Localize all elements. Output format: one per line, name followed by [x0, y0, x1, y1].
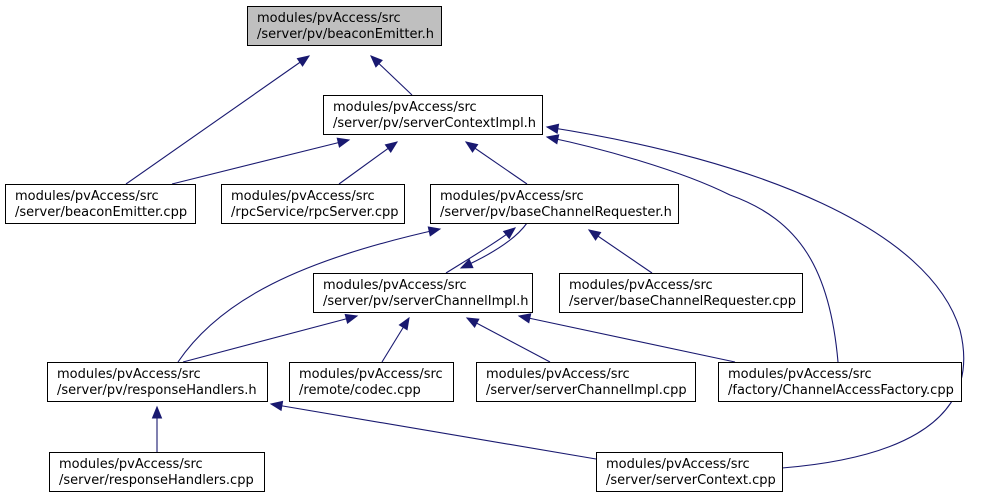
- node-serverChannelImpl_cpp[interactable]: modules/pvAccess/src/server/serverChanne…: [476, 362, 696, 402]
- node-label-file: /server/pv/responseHandlers.h: [57, 383, 257, 398]
- edge-arrowhead: [398, 316, 410, 331]
- edge-arrowhead: [344, 313, 359, 325]
- node-label-path: modules/pvAccess/src: [323, 278, 467, 293]
- edge-arrowhead: [464, 141, 479, 153]
- graph-edges: [125, 55, 965, 469]
- node-label-file: /server/serverContext.cpp: [606, 473, 776, 488]
- node-beaconEmitter_h[interactable]: modules/pvAccess/src/server/pv/beaconEmi…: [247, 6, 442, 46]
- edge-arrowhead: [427, 226, 442, 237]
- edge-baseChannelRequester_cpp-to-baseChannelRequester_h: [588, 229, 653, 274]
- edge-arrowhead: [269, 400, 284, 412]
- edge-beaconEmitter_cpp-to-serverContextImpl_h: [171, 139, 350, 185]
- edge-arrowhead: [370, 55, 383, 68]
- edge-serverChannelImpl_cpp-to-serverChannelImpl_h: [466, 317, 551, 363]
- node-label-file: /server/baseChannelRequester.cpp: [569, 294, 796, 309]
- edge-rpcServer_cpp-to-serverContextImpl_h: [338, 141, 398, 185]
- edge-arrowhead: [545, 123, 560, 134]
- node-label-file: /server/pv/beaconEmitter.h: [257, 27, 434, 42]
- graph-nodes: modules/pvAccess/src/server/pv/beaconEmi…: [5, 6, 962, 492]
- node-box: [313, 273, 533, 313]
- edge-arrowhead: [517, 313, 532, 324]
- edge-serverChannelImpl_h-to-baseChannelRequester_h: [445, 227, 516, 274]
- node-label-path: modules/pvAccess/src: [257, 11, 401, 26]
- node-baseChannelRequester_h[interactable]: modules/pvAccess/src/server/pv/baseChann…: [430, 184, 679, 224]
- node-label-path: modules/pvAccess/src: [486, 367, 630, 382]
- node-ChannelAccessFactory_cpp[interactable]: modules/pvAccess/src/factory/ChannelAcce…: [718, 362, 962, 402]
- edge-arrowhead: [502, 227, 517, 240]
- edge-beaconEmitter_cpp-to-beaconEmitter_h: [125, 55, 310, 185]
- edge-ChannelAccessFactory_cpp-to-serverChannelImpl_h: [518, 315, 736, 363]
- node-label-path: modules/pvAccess/src: [299, 367, 443, 382]
- edge-arrowhead: [465, 317, 480, 329]
- node-label-file: /server/pv/baseChannelRequester.h: [440, 205, 672, 220]
- node-serverContextImpl_h[interactable]: modules/pvAccess/src/server/pv/serverCon…: [323, 95, 543, 135]
- node-label-file: /remote/codec.cpp: [299, 383, 421, 398]
- node-label-path: modules/pvAccess/src: [569, 278, 713, 293]
- node-box: [5, 184, 196, 224]
- node-box: [559, 273, 803, 313]
- node-label-file: /server/beaconEmitter.cpp: [15, 205, 187, 220]
- edge-arrowhead: [336, 137, 351, 148]
- node-baseChannelRequester_cpp[interactable]: modules/pvAccess/src/server/baseChannelR…: [559, 273, 803, 313]
- node-label-path: modules/pvAccess/src: [440, 189, 584, 204]
- node-box: [323, 95, 543, 135]
- node-label-path: modules/pvAccess/src: [59, 457, 203, 472]
- edge-arrowhead: [459, 258, 474, 269]
- node-box: [596, 452, 783, 492]
- edge-arrowhead: [545, 134, 560, 145]
- node-box: [49, 452, 265, 492]
- node-label-file: /server/responseHandlers.cpp: [59, 473, 254, 488]
- node-label-file: /server/pv/serverContextImpl.h: [333, 116, 536, 131]
- node-box: [718, 362, 962, 402]
- node-label-path: modules/pvAccess/src: [231, 189, 375, 204]
- node-responseHandlers_cpp[interactable]: modules/pvAccess/src/server/responseHand…: [49, 452, 265, 492]
- node-label-path: modules/pvAccess/src: [333, 100, 477, 115]
- node-rpcServer_cpp[interactable]: modules/pvAccess/src/rpcService/rpcServe…: [221, 184, 405, 224]
- edge-baseChannelRequester_h-to-serverContextImpl_h: [465, 141, 528, 185]
- edge-serverContext_cpp-to-responseHandlers_h: [270, 403, 597, 460]
- node-serverContext_cpp[interactable]: modules/pvAccess/src/server/serverContex…: [596, 452, 783, 492]
- node-serverChannelImpl_h[interactable]: modules/pvAccess/src/server/pv/serverCha…: [313, 273, 533, 313]
- node-responseHandlers_h[interactable]: modules/pvAccess/src/server/pv/responseH…: [47, 362, 268, 402]
- node-label-file: /server/pv/serverChannelImpl.h: [323, 294, 529, 309]
- edge-arrowhead: [296, 55, 311, 67]
- node-label-path: modules/pvAccess/src: [606, 457, 750, 472]
- node-label-path: modules/pvAccess/src: [15, 189, 159, 204]
- node-label-path: modules/pvAccess/src: [728, 367, 872, 382]
- node-box: [221, 184, 405, 224]
- edge-arrowhead: [151, 405, 163, 419]
- edge-arrowhead: [384, 141, 399, 153]
- node-label-file: /server/serverChannelImpl.cpp: [486, 383, 687, 398]
- edge-baseChannelRequester_h-to-serverChannelImpl_h: [460, 222, 528, 269]
- node-label-file: /factory/ChannelAccessFactory.cpp: [728, 383, 954, 398]
- node-codec_cpp[interactable]: modules/pvAccess/src/remote/codec.cpp: [289, 362, 454, 402]
- edge-ChannelAccessFactory_cpp-to-serverContextImpl_h: [546, 136, 839, 363]
- node-label-file: /rpcService/rpcServer.cpp: [231, 205, 399, 220]
- edge-arrowhead: [587, 229, 602, 241]
- node-beaconEmitter_cpp[interactable]: modules/pvAccess/src/server/beaconEmitte…: [5, 184, 196, 224]
- node-box: [47, 362, 268, 402]
- node-box: [476, 362, 696, 402]
- edge-serverContext_cpp-to-serverContextImpl_h: [546, 126, 965, 469]
- edge-responseHandlers_h-to-baseChannelRequester_h: [177, 228, 441, 363]
- node-label-path: modules/pvAccess/src: [57, 367, 201, 382]
- edge-responseHandlers_h-to-serverChannelImpl_h: [182, 315, 358, 363]
- node-box: [289, 362, 454, 402]
- node-box: [247, 6, 442, 46]
- node-box: [430, 184, 679, 224]
